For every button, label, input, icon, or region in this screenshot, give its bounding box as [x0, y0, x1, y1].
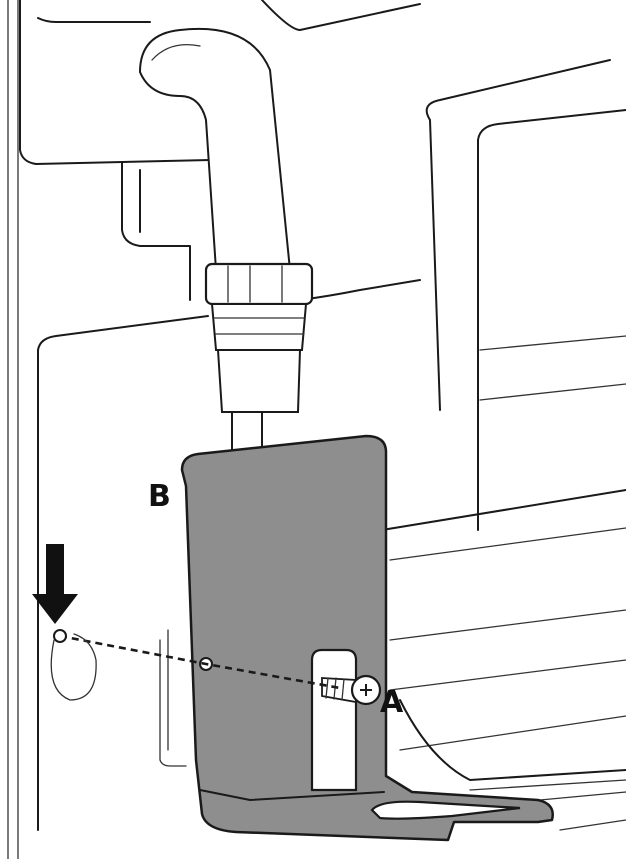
drain-pipe	[138, 27, 314, 461]
pipe-coupling-nut	[204, 262, 314, 306]
wall-hole	[50, 629, 97, 701]
right-module	[381, 59, 626, 831]
mounting-bracket	[180, 434, 554, 842]
cabinet-left-edge	[7, 0, 19, 859]
label-a: A	[380, 685, 404, 720]
bracket-foot-slot	[370, 800, 521, 820]
label-b: B	[148, 479, 171, 514]
bracket-fill	[180, 434, 554, 842]
cabinet-recess	[37, 279, 421, 831]
bracket-slot	[310, 648, 358, 792]
screw-icon	[321, 674, 382, 706]
upper-panel	[19, 0, 421, 301]
alignment-guide-line	[59, 634, 341, 690]
down-arrow-icon	[32, 544, 78, 624]
